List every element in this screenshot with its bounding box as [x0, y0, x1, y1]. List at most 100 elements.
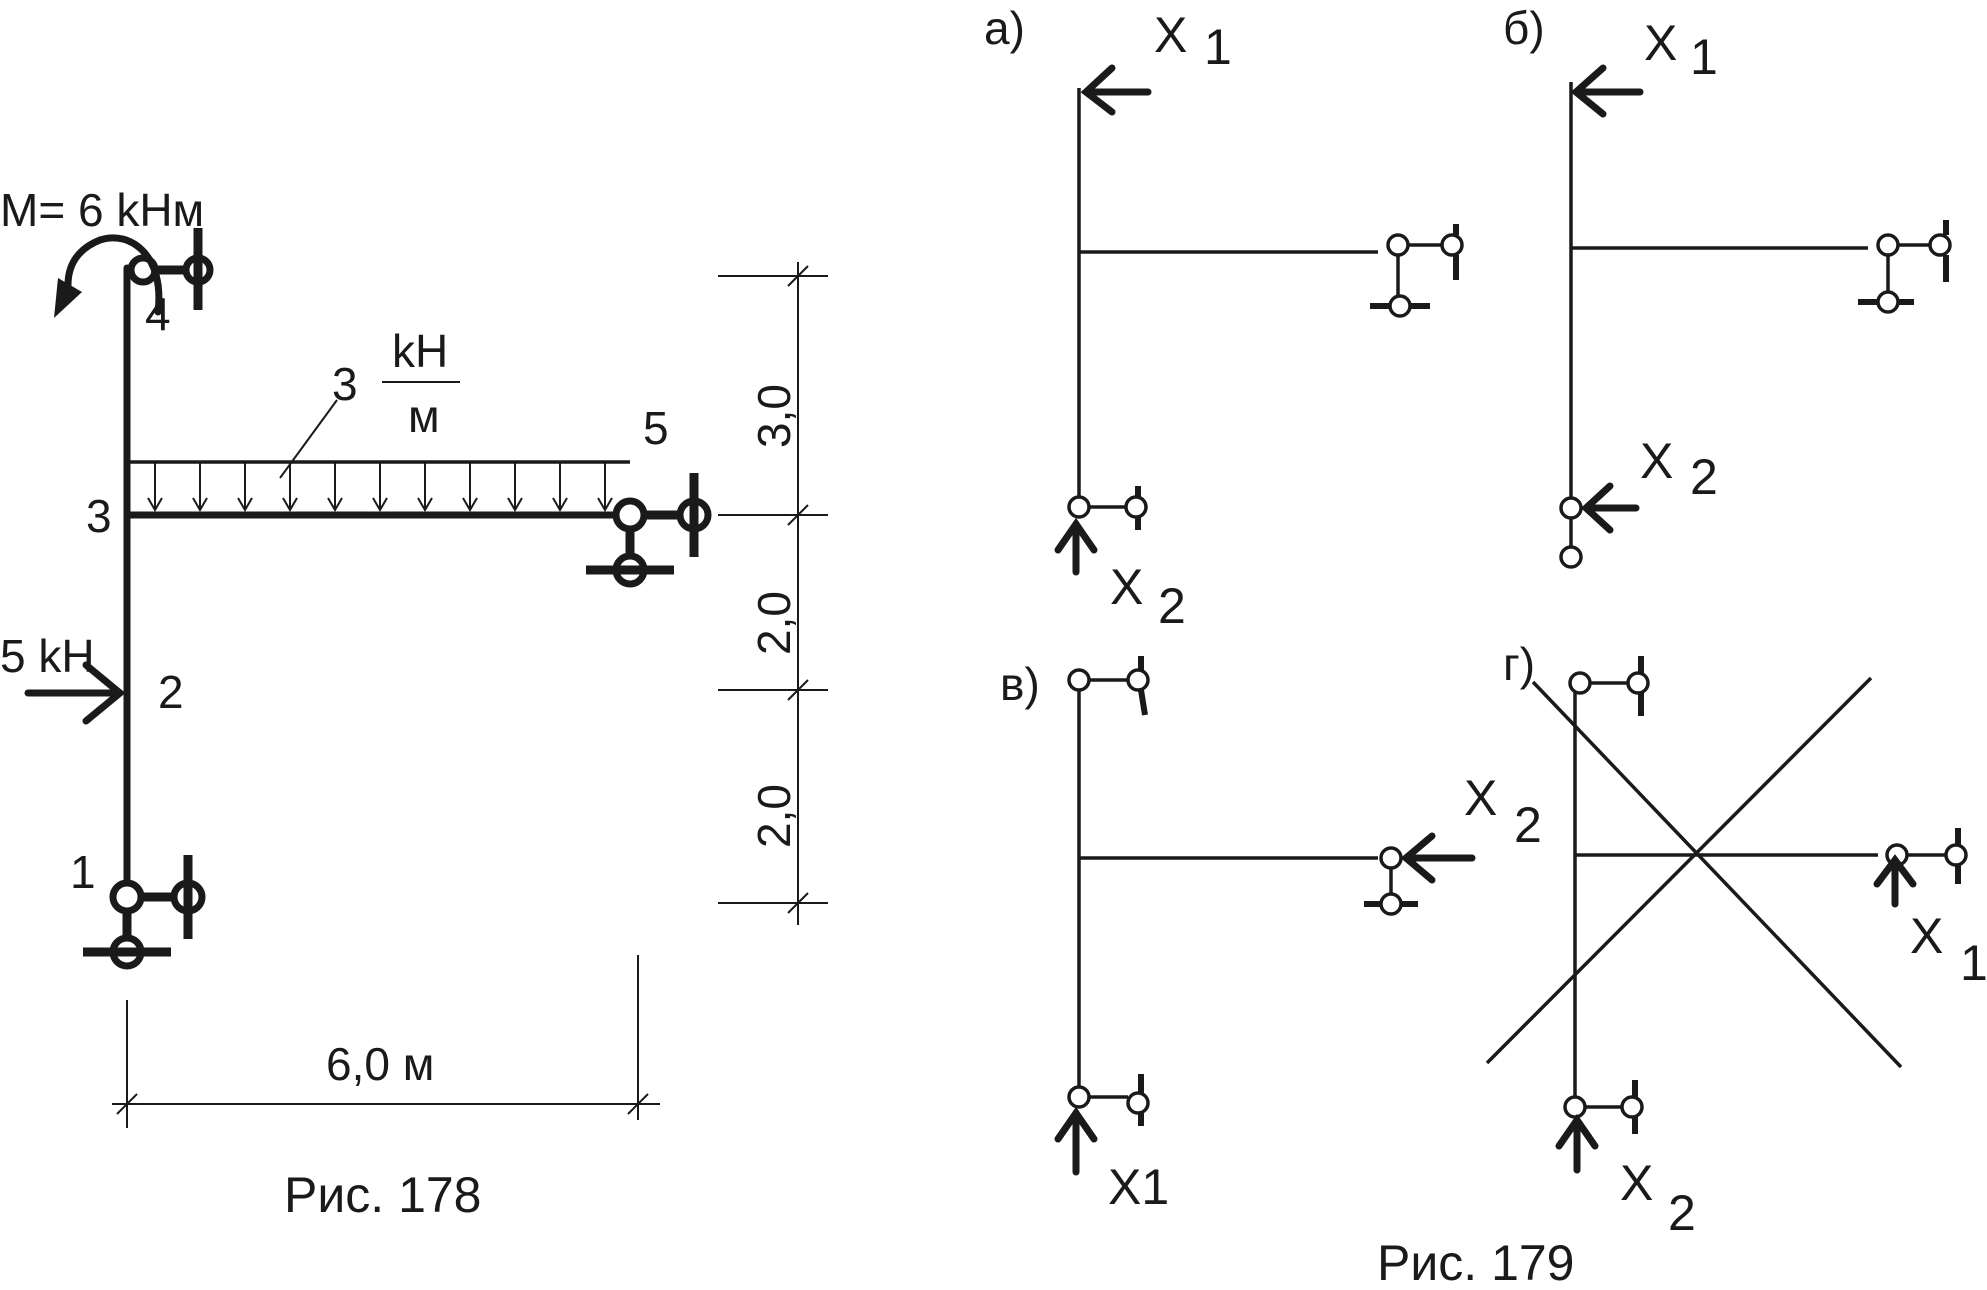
load-arrowhead — [327, 497, 343, 512]
hinge-node-5 — [612, 497, 648, 533]
distributed-load — [130, 460, 630, 512]
fig179-v: в) X 2 X1 — [1000, 656, 1542, 1215]
hinge — [1386, 233, 1410, 257]
support-node-1 — [83, 855, 206, 970]
dimension-tick — [627, 1093, 649, 1115]
x1-label: X1 — [1108, 1159, 1169, 1215]
load-arrowhead — [192, 497, 208, 512]
support-node-5 — [586, 473, 712, 588]
load-value: 3 — [332, 358, 358, 410]
panel-label-v: в) — [1000, 658, 1040, 710]
x1-subscript: 1 — [1204, 19, 1232, 75]
dimension-tick — [787, 892, 809, 914]
panel-label-b: б) — [1503, 2, 1545, 54]
panel-label-g: г) — [1503, 638, 1535, 690]
x2-label: X — [1464, 770, 1497, 826]
load-arrowhead — [552, 497, 568, 512]
moment-arc — [64, 234, 163, 316]
support-hinge — [1620, 1095, 1644, 1119]
dimension-value-bot: 2,0 — [748, 784, 800, 848]
support-hinge-bottom — [1388, 294, 1412, 318]
x1-arrowhead — [1080, 64, 1116, 116]
load-arrowhead — [417, 497, 433, 512]
cross-out-line — [1485, 676, 1873, 1065]
support-hinge — [1944, 843, 1968, 867]
support-hinge — [1126, 668, 1150, 692]
force-arrow-node-2 — [24, 661, 126, 725]
vertical-dimension — [718, 262, 828, 925]
fig179-g: г) X 1 X 2 — [1485, 638, 1987, 1241]
x2-arrowhead — [1400, 832, 1436, 884]
node-label-1: 1 — [70, 846, 96, 898]
x2-arrowhead — [1054, 517, 1098, 554]
x2-subscript: 2 — [1514, 797, 1542, 853]
load-arrowhead — [282, 497, 298, 512]
load-arrowhead — [507, 497, 523, 512]
hinge — [1379, 846, 1403, 870]
load-leader-line — [279, 399, 338, 479]
hinge — [1067, 1085, 1091, 1109]
node-label-4: 4 — [145, 288, 171, 340]
load-unit-top: kH — [392, 325, 448, 377]
x2-subscript: 2 — [1668, 1185, 1696, 1241]
support-hinge — [1126, 1091, 1150, 1115]
support-node-4 — [127, 228, 214, 310]
x1-arrowhead — [1570, 64, 1607, 118]
cross-out-line — [1531, 680, 1903, 1069]
force-label: 5 kH — [0, 630, 95, 682]
x2-label: X — [1620, 1155, 1653, 1211]
x2-subscript: 2 — [1158, 578, 1186, 634]
moment-arrow — [54, 234, 163, 318]
load-arrowhead — [462, 497, 478, 512]
load-arrowhead — [147, 497, 163, 512]
x1-arrowhead — [1873, 854, 1917, 888]
support-bar — [1138, 689, 1148, 716]
x1-label: X — [1910, 908, 1943, 964]
hinge — [1067, 495, 1091, 519]
dimension-tick — [787, 265, 809, 287]
support-hinge — [1440, 233, 1464, 257]
hinge — [1559, 496, 1583, 520]
hinge-node-1 — [109, 879, 145, 915]
load-arrowhead — [372, 497, 388, 512]
fig179-b: б) X 1 X 2 — [1503, 2, 1952, 569]
x1-label: X — [1644, 15, 1677, 71]
x1-label: X — [1154, 7, 1187, 63]
support-hinge-bottom — [1876, 290, 1900, 314]
support-hinge — [1559, 545, 1583, 569]
dimension-value-top: 3,0 — [748, 384, 800, 448]
hinge — [1876, 233, 1900, 257]
support-hinge — [1626, 671, 1650, 695]
x2-label: X — [1640, 433, 1673, 489]
hinge — [1568, 671, 1592, 695]
load-arrowhead — [237, 497, 253, 512]
load-arrowhead — [597, 497, 613, 512]
moment-arrowhead — [54, 278, 82, 318]
hinge — [1067, 668, 1091, 692]
caption-fig179: Рис. 179 — [1377, 1235, 1575, 1285]
dimension-value-mid: 2,0 — [748, 591, 800, 655]
x1-subscript: 1 — [1690, 29, 1718, 85]
fig179-a: а) X 1 X 2 — [984, 2, 1464, 634]
load-unit-bottom: м — [408, 390, 440, 442]
support-hinge — [1928, 233, 1952, 257]
horizontal-dimension — [112, 955, 660, 1128]
dimension-value-span: 6,0 м — [326, 1038, 434, 1090]
force-arrowhead — [82, 661, 126, 725]
fig178-frame: M= 6 kHм 4 3 2 1 5 5 kH 3 kH м 3,0 2,0 2… — [0, 184, 828, 1223]
moment-label: M= 6 kHм — [0, 184, 204, 236]
node-label-3: 3 — [86, 490, 112, 542]
x2-subscript: 2 — [1690, 449, 1718, 505]
x2-label: X — [1110, 559, 1143, 615]
dimension-tick — [787, 504, 809, 526]
x2-arrowhead — [1580, 482, 1614, 534]
hinge — [1563, 1095, 1587, 1119]
x1-subscript: 1 — [1960, 935, 1987, 991]
dimension-tick — [787, 679, 809, 701]
support-hinge — [1124, 495, 1148, 519]
x2-arrowhead — [1555, 1113, 1599, 1150]
x1-arrowhead — [1054, 1106, 1098, 1143]
caption-fig178: Рис. 178 — [284, 1167, 482, 1223]
